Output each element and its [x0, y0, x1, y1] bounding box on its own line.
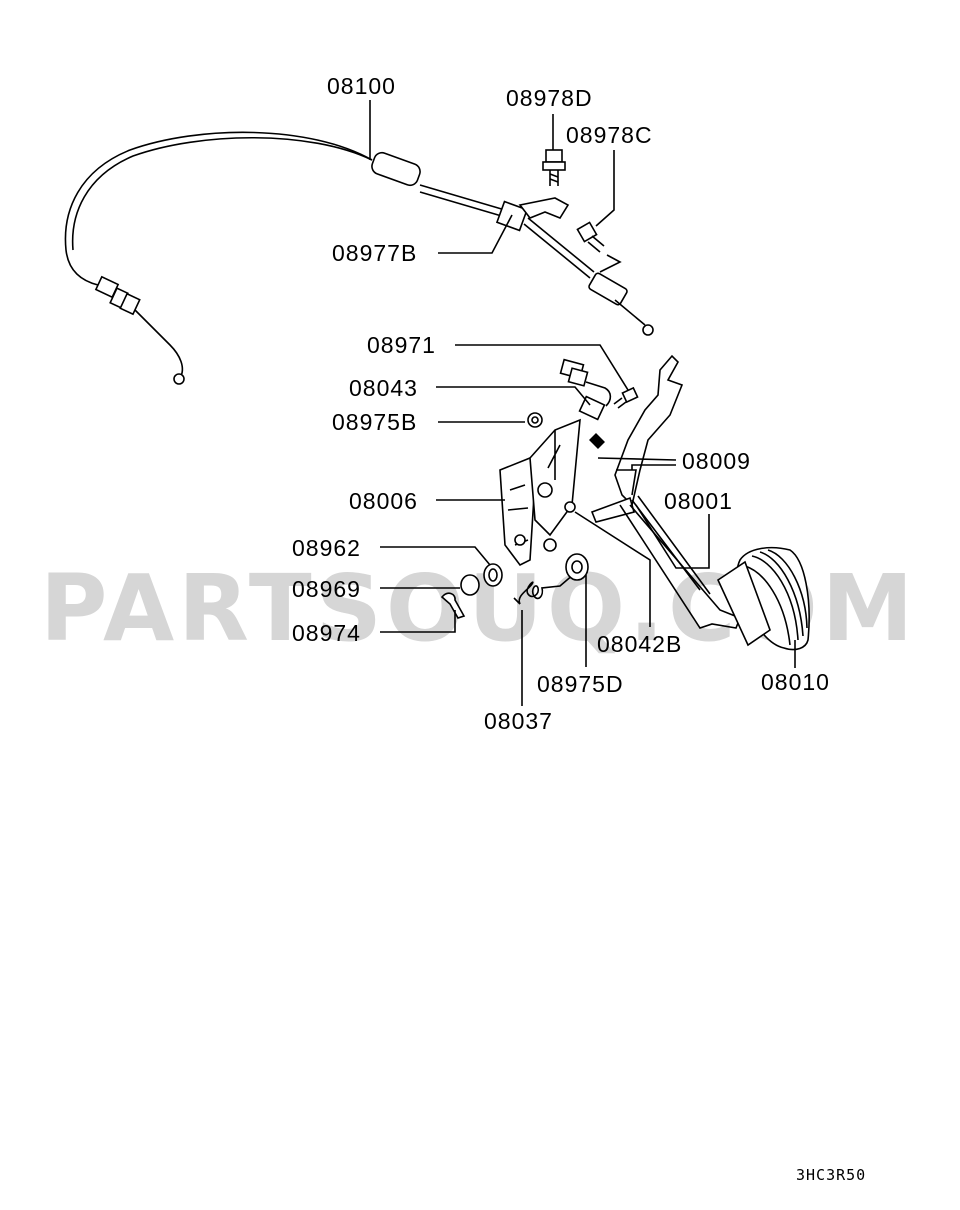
callout-08006[interactable]: 08006: [349, 488, 418, 514]
callout-08100[interactable]: 08100: [327, 73, 396, 99]
spring-08037-part[interactable]: [513, 573, 575, 605]
callout-08977B[interactable]: 08977B: [332, 240, 417, 266]
bushing-08962-part[interactable]: [483, 563, 503, 587]
callout-08969[interactable]: 08969: [292, 576, 361, 602]
callout-08043[interactable]: 08043: [349, 375, 418, 401]
callout-08962[interactable]: 08962: [292, 535, 361, 561]
leader-lines: [369, 100, 796, 706]
connector-08043-part[interactable]: [559, 358, 612, 421]
washer-08969-part[interactable]: [460, 574, 480, 596]
callout-08975D[interactable]: 08975D: [537, 671, 624, 697]
bolt-08978D-part[interactable]: [542, 149, 566, 186]
callout-08978C[interactable]: 08978C: [566, 122, 653, 148]
bushing-08042B-part[interactable]: [564, 501, 576, 513]
callout-labels: 08100 08978D 08978C 08977B 08971 08043 0…: [292, 73, 830, 734]
callout-08009[interactable]: 08009: [682, 448, 751, 474]
rivet-08009-part[interactable]: [589, 433, 605, 449]
callout-08001[interactable]: 08001: [664, 488, 733, 514]
callout-08971[interactable]: 08971: [367, 332, 436, 358]
pedal-bracket-08006-part[interactable]: [499, 418, 581, 567]
cable-bracket-part[interactable]: [518, 197, 570, 219]
nut-08975B-part[interactable]: [527, 412, 543, 428]
callout-08042B[interactable]: 08042B: [597, 631, 682, 657]
diagram-code: 3HC3R50: [796, 1166, 866, 1184]
pedal-pad-08010-part[interactable]: [716, 546, 810, 651]
nut-08975D-part[interactable]: [565, 553, 589, 581]
bolt-08978C-part[interactable]: [576, 221, 622, 273]
screw-08971-part[interactable]: [613, 386, 639, 409]
callout-08010[interactable]: 08010: [761, 669, 830, 695]
clip-08974-part[interactable]: [440, 592, 466, 619]
callout-08037[interactable]: 08037: [484, 708, 553, 734]
callout-08974[interactable]: 08974: [292, 620, 361, 646]
callout-08975B[interactable]: 08975B: [332, 409, 417, 435]
callout-08978D[interactable]: 08978D: [506, 85, 593, 111]
